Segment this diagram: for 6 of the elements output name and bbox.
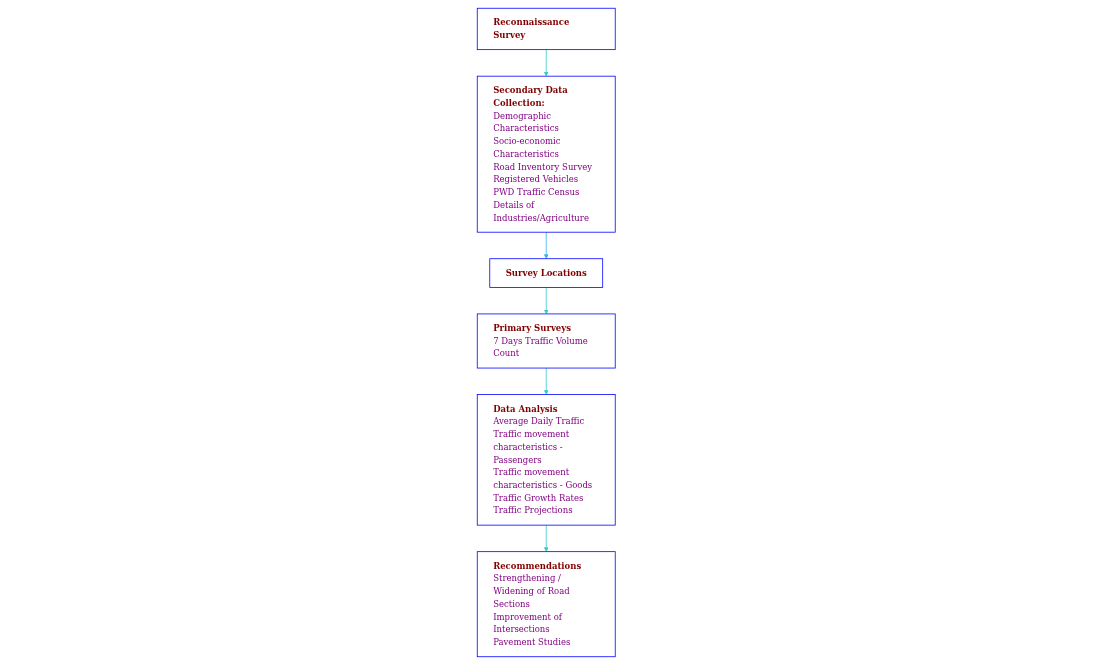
node-box: Data Analysis Average Daily Traffic Traffic movement characteristics - Passengers Traffic movement characteristics - Goods Traffic Growth Rates Traffic Projections — [477, 394, 616, 526]
node-box: Primary Surveys 7 Days Traffic Volume Count — [477, 313, 616, 369]
node-box: Recommendations Strengthening / Widening of Road Sections Improvement of Intersections Pavement Studies — [477, 551, 616, 658]
node-box: Survey Locations — [489, 258, 604, 288]
node-box: Reconnaissance Survey — [477, 7, 616, 51]
node-box: Secondary Data Collection: Demographic Characteristics Socio-economic Characteristics Road Inventory Survey Registered Vehicles PWD Traffic Census Details of Industries/Agriculture — [477, 75, 616, 233]
